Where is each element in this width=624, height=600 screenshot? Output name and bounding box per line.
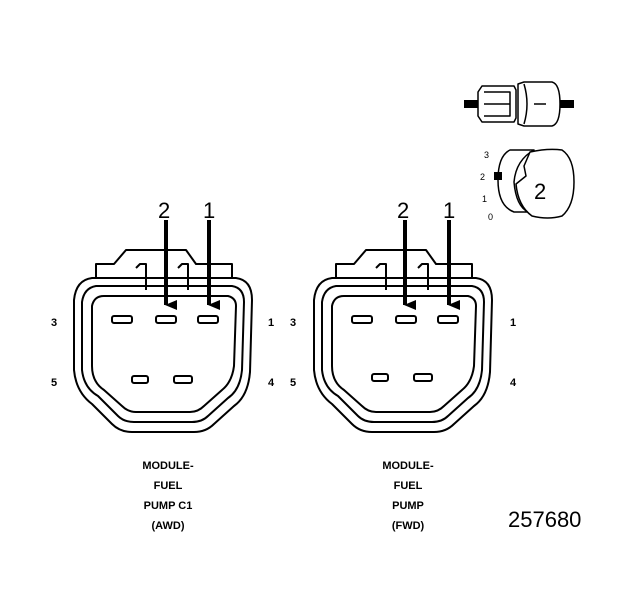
connector-fwd-latch — [335, 249, 473, 278]
selector-label: 2 — [534, 179, 546, 204]
connector-awd-shell-inner — [81, 285, 245, 423]
terminal-slot — [437, 315, 459, 324]
cavity-label: 4 — [268, 377, 275, 389]
caption-line: (AWD) — [151, 520, 185, 532]
terminal-slot — [413, 373, 433, 382]
cavity-label: 5 — [290, 377, 296, 389]
cavity-label: 5 — [51, 377, 57, 389]
cavity-label: 4 — [510, 377, 517, 389]
callout-arrows-awd — [164, 220, 220, 310]
terminal-slot — [351, 315, 373, 324]
callout-label: 1 — [443, 198, 455, 223]
caption-awd: MODULE- FUEL PUMP C1 (AWD) — [108, 456, 228, 536]
caption-line: PUMP C1 — [143, 500, 193, 512]
caption-fwd: MODULE- FUEL PUMP (FWD) — [348, 456, 468, 536]
cavity-label: 3 — [51, 317, 57, 329]
connector-fwd-shell-inner — [321, 285, 485, 423]
scale-label: 3 — [484, 150, 489, 160]
terminal-slot — [131, 375, 149, 384]
cavity-label: 1 — [510, 317, 516, 329]
reference-number: 257680 — [508, 507, 582, 532]
terminal-slot — [155, 315, 177, 324]
inset-position-selector — [494, 148, 575, 219]
terminal-slot — [395, 315, 417, 324]
callout-label: 1 — [203, 198, 215, 223]
caption-line: PUMP — [392, 500, 424, 512]
connector-fwd-housing — [331, 295, 477, 413]
wire-stub-left — [464, 100, 478, 108]
connector-awd-shell-outer — [73, 277, 253, 433]
scale-label: 0 — [488, 212, 493, 222]
connector-awd-housing — [91, 295, 237, 413]
inset-mating-connector — [464, 81, 574, 127]
selector-body — [515, 148, 575, 219]
male-half — [477, 85, 517, 123]
terminal-slot — [371, 373, 389, 382]
connector-awd — [73, 249, 253, 433]
cavity-label: 1 — [268, 317, 274, 329]
callout-arrows-fwd — [403, 220, 460, 310]
wire-stub-right — [560, 100, 574, 108]
terminal-slot — [111, 315, 133, 324]
caption-line: FUEL — [153, 480, 183, 492]
caption-line: MODULE- — [142, 460, 194, 472]
scale-label: 1 — [482, 194, 487, 204]
cavity-label: 3 — [290, 317, 296, 329]
connector-fwd-shell-outer — [313, 277, 493, 433]
terminal-slot — [197, 315, 219, 324]
connector-awd-latch — [95, 249, 233, 278]
caption-line: MODULE- — [382, 460, 434, 472]
caption-line: (FWD) — [391, 520, 425, 532]
callout-label: 2 — [158, 198, 170, 223]
callout-label: 2 — [397, 198, 409, 223]
selector-index-mark — [494, 172, 502, 180]
terminal-slot — [173, 375, 193, 384]
connector-fwd — [313, 249, 493, 433]
caption-line: FUEL — [393, 480, 423, 492]
scale-label: 2 — [480, 172, 485, 182]
